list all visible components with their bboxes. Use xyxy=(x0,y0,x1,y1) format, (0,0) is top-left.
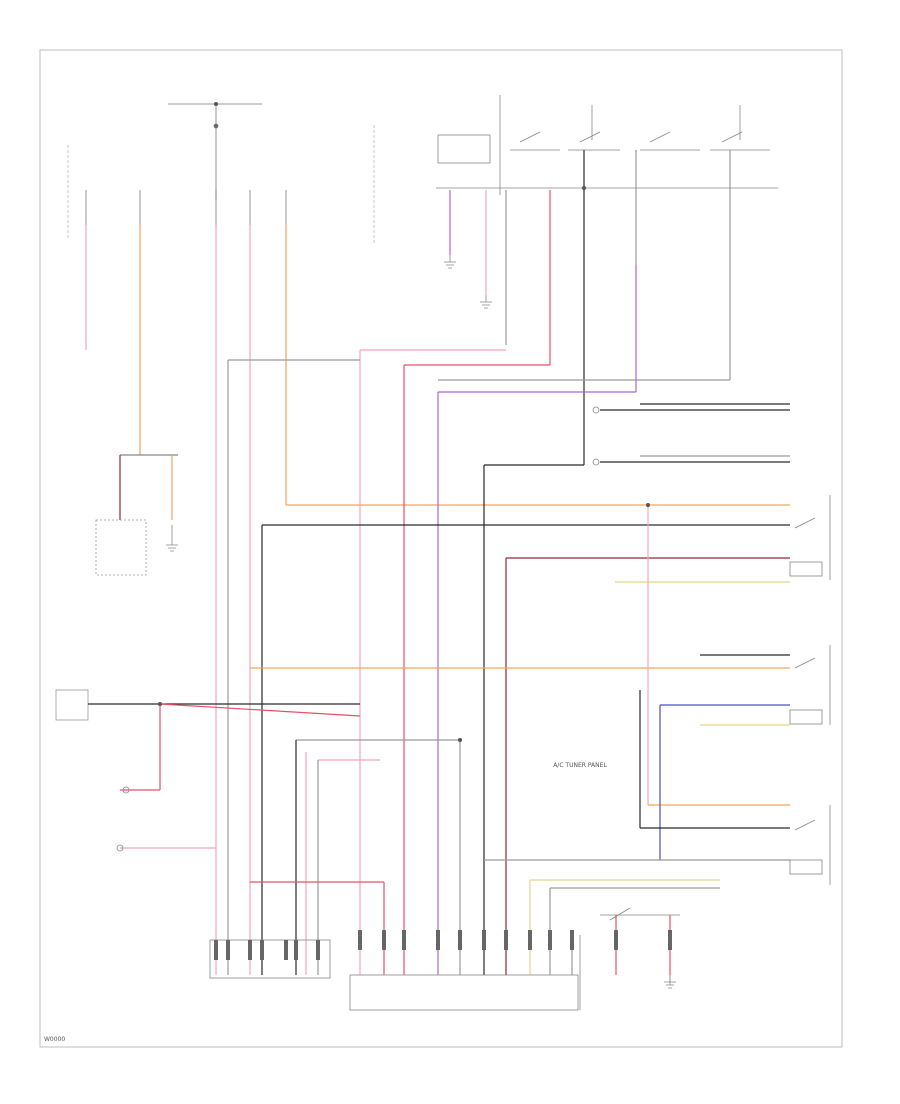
splice-dots xyxy=(158,102,650,742)
top-center-wires xyxy=(227,150,731,975)
connector-pins xyxy=(214,930,672,960)
diagnostic-connector-box xyxy=(55,689,89,721)
ground-symbol xyxy=(166,525,178,552)
center-panel-label: A/C TUNER PANEL xyxy=(553,762,607,769)
ground-symbols xyxy=(116,255,676,989)
bottom-modules xyxy=(209,907,680,1011)
right-side-wires xyxy=(250,403,790,975)
bottom-wires xyxy=(571,915,671,975)
corner-code-label: W0000 xyxy=(44,1036,66,1043)
diagram-border xyxy=(39,49,843,1048)
fuel-pump-relay-box xyxy=(95,519,147,576)
relay-boxes-right xyxy=(789,495,831,885)
switch-module-top xyxy=(436,95,778,195)
fuse-block-top-left xyxy=(67,103,375,245)
top-left-wires xyxy=(85,225,790,975)
